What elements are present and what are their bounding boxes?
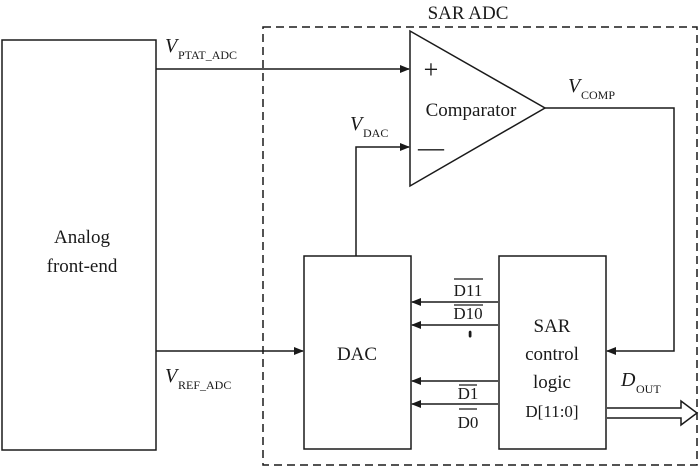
vdac-label-sub: DAC xyxy=(363,126,388,140)
vptat-label-main: V xyxy=(165,35,180,57)
output-bus-label: D[11:0] xyxy=(525,402,578,421)
dac-block xyxy=(303,255,412,450)
comparator-plus-input: + xyxy=(424,55,439,84)
vptat-label-sub: PTAT_ADC xyxy=(178,48,237,62)
analog-front-end-block xyxy=(1,39,157,451)
comparator-symbol xyxy=(409,29,547,188)
vdac-label-main: V xyxy=(350,113,365,135)
vcomp-label-sub: COMP xyxy=(581,88,615,102)
bus-label-d1: D1 xyxy=(458,384,479,403)
vcomp-wire xyxy=(545,107,675,355)
sar-adc-boundary xyxy=(262,26,698,466)
bus-label-d11: D11 xyxy=(454,281,483,300)
analog-front-end-label-line1: Analog xyxy=(54,227,110,248)
sar-logic-label-line3: logic xyxy=(533,372,571,393)
dac-label: DAC xyxy=(337,344,377,365)
comparator-label: Comparator xyxy=(426,100,517,121)
vref-label-main: V xyxy=(165,365,180,387)
bus-ellipsis-dots: •••••• xyxy=(468,330,472,338)
analog-front-end-label-line2: front-end xyxy=(47,256,118,277)
bus-label-d10: D10 xyxy=(453,304,482,323)
vref-label-sub: REF_ADC xyxy=(178,378,231,392)
bus-label-d0: D0 xyxy=(458,413,479,432)
comparator-minus-input: — xyxy=(417,133,445,162)
sar-logic-label-line1: SAR xyxy=(534,316,571,337)
sar-logic-label-line2: control xyxy=(525,344,579,365)
dout-label-main: D xyxy=(620,369,636,391)
sar-adc-title: SAR ADC xyxy=(428,3,509,24)
bus-ellipsis: •••••• xyxy=(468,330,472,338)
vdac-wire xyxy=(355,143,410,256)
dout-output-arrow xyxy=(607,399,699,427)
dout-label-sub: OUT xyxy=(636,382,661,396)
vcomp-label-main: V xyxy=(568,75,583,97)
